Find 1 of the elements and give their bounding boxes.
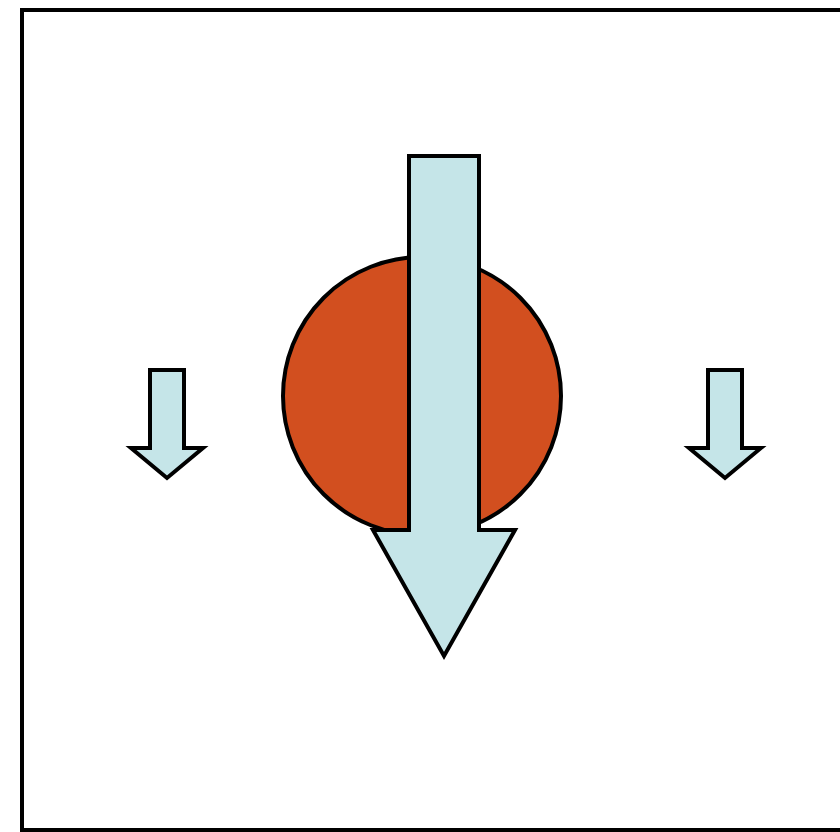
- frame-border: [20, 8, 840, 832]
